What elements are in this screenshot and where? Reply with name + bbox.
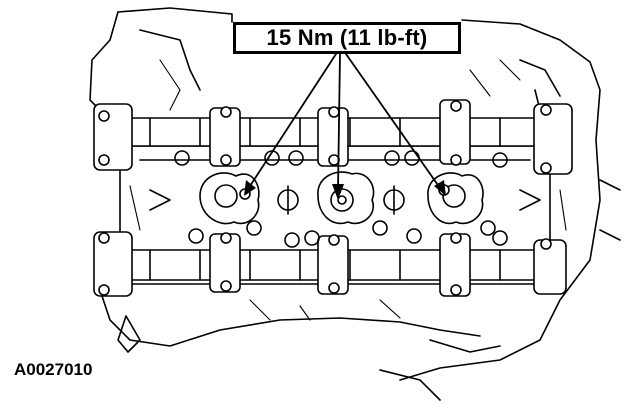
spark-plug-wells [149,185,541,215]
thrust-plate-center [317,171,375,225]
arrowheads [244,180,446,200]
torque-callout: 15 Nm (11 lb-ft) [233,22,461,54]
torque-callout-label: 15 Nm (11 lb-ft) [266,25,428,50]
upper-bearing-caps [93,99,573,175]
lower-bearing-caps [93,231,567,297]
thrust-plate-left [199,172,260,225]
thrust-plate-right [427,172,484,225]
detail-lines [129,59,567,321]
cylinder-head-outline [89,7,621,401]
leader-arrows [249,53,441,191]
cap-bolts [98,100,552,296]
figure-id: A0027010 [14,360,93,379]
